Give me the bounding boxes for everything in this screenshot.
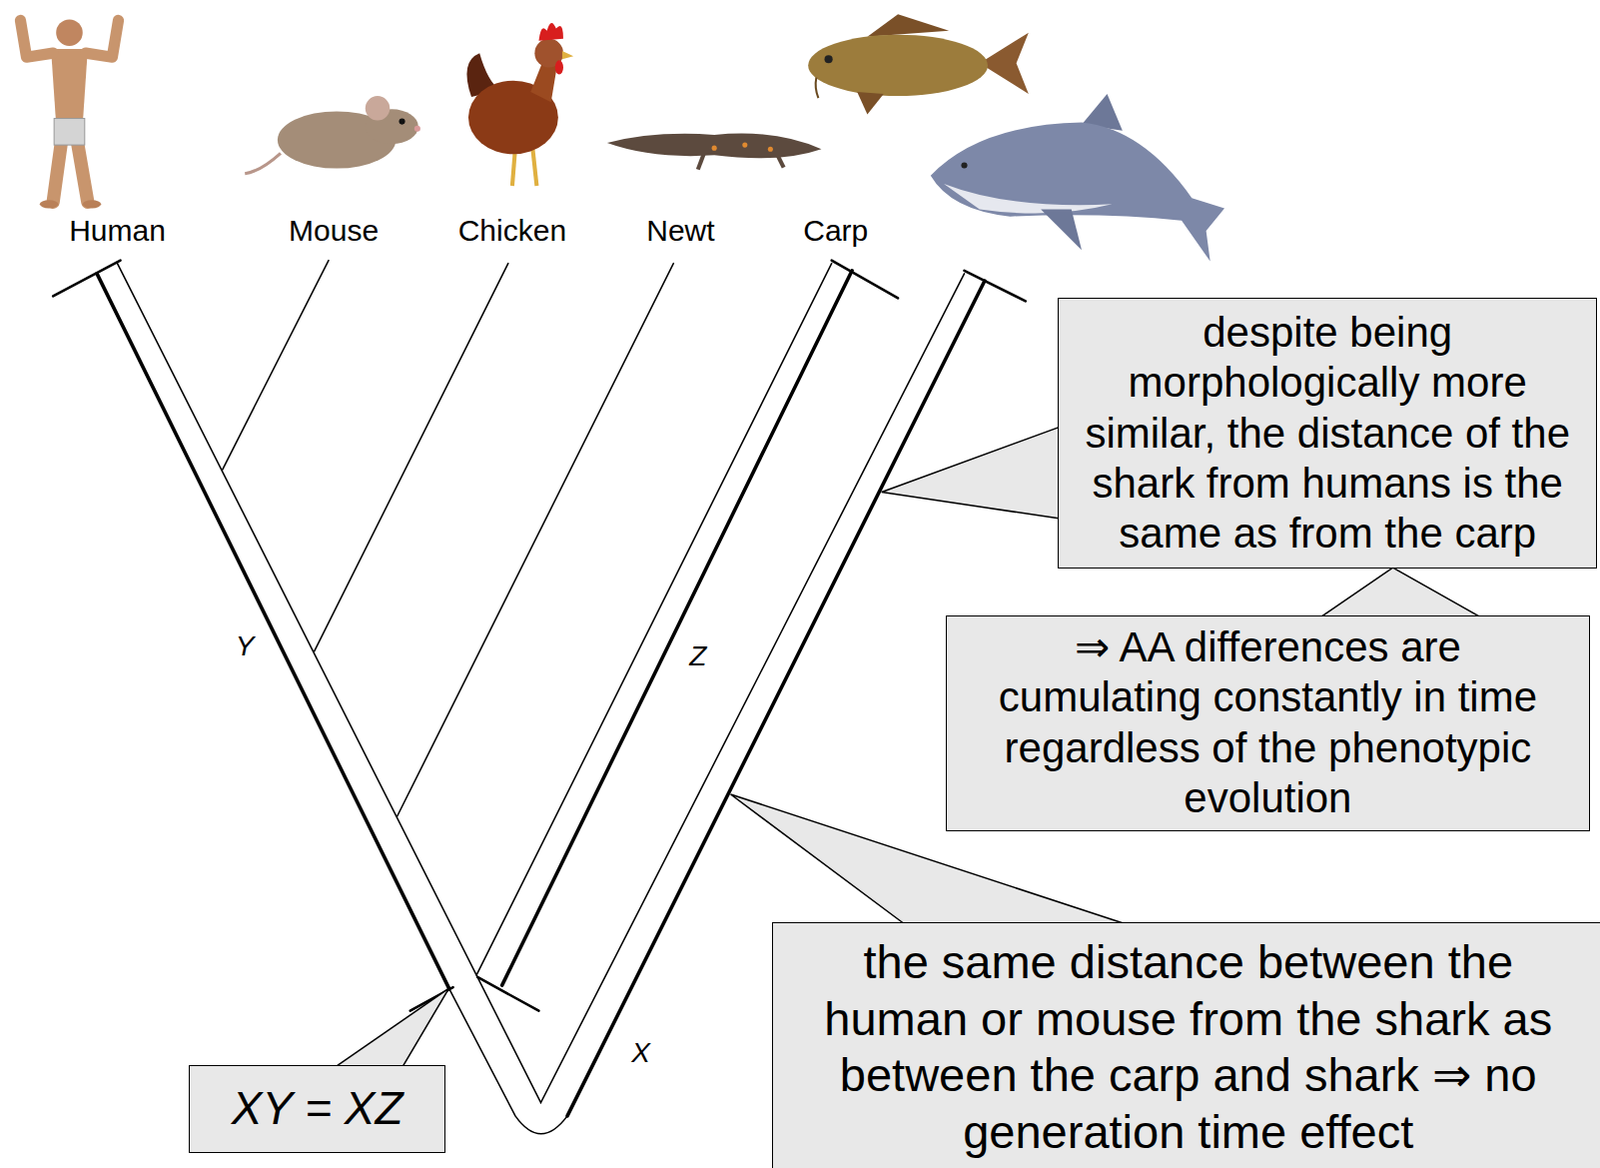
shark-eye — [960, 161, 967, 168]
chicken-figure — [466, 22, 574, 186]
species-label: Mouse — [286, 212, 381, 246]
chicken-comb — [538, 22, 564, 41]
human-arm — [85, 19, 119, 57]
end-bar — [963, 270, 1025, 302]
callout-box: XY = XZ — [188, 1064, 446, 1154]
chicken-beak — [562, 50, 574, 59]
species-label: Carp — [800, 212, 870, 246]
mouse-ear — [365, 95, 391, 121]
newt-spot — [768, 146, 774, 152]
human-foot — [82, 199, 101, 208]
mouse-tail — [244, 152, 281, 173]
mouse-nose — [414, 125, 421, 132]
callout-tail — [881, 426, 1061, 519]
chicken-leg — [532, 147, 537, 186]
branch-line — [314, 263, 509, 652]
shark-belly — [943, 183, 1113, 214]
carp-barbel — [815, 77, 819, 98]
chicken-neck — [530, 60, 558, 102]
end-bar — [477, 976, 539, 1011]
end-bar — [52, 260, 120, 297]
newt-body — [607, 132, 822, 158]
branch-label: Y — [233, 630, 257, 662]
human-figure — [19, 18, 118, 208]
callout-text: ⇒ AA differences are cumulating constant… — [971, 622, 1565, 824]
branch-line — [222, 260, 329, 470]
species-label: Newt — [644, 212, 717, 246]
newt-figure — [607, 132, 822, 169]
branch-line — [96, 273, 449, 988]
carp-body — [807, 34, 988, 96]
mouse-eye — [398, 118, 405, 125]
carp-eye — [824, 54, 833, 63]
chicken-wattle — [555, 59, 564, 74]
human-torso — [50, 48, 88, 125]
callout-tail — [336, 987, 449, 1066]
callout-text: the same distance between the human or m… — [806, 933, 1570, 1160]
callout-tail — [1321, 567, 1480, 617]
shark-fin — [1040, 208, 1082, 250]
newt-spot — [742, 142, 748, 148]
shark-body — [930, 122, 1225, 262]
branch-label: Z — [687, 641, 709, 673]
carp-figure — [807, 13, 1029, 114]
branch-line — [476, 263, 832, 975]
branch-line — [502, 270, 852, 985]
callout-box: ⇒ AA differences are cumulating constant… — [945, 615, 1591, 831]
branch-line — [449, 987, 569, 1134]
callout-text: XY = XZ — [231, 1080, 404, 1136]
human-head — [55, 18, 83, 46]
carp-fin — [856, 91, 884, 114]
callout-box: despite being morphologically more simil… — [1057, 297, 1597, 569]
mouse-figure — [244, 95, 421, 174]
human-shorts — [53, 118, 85, 146]
human-arm — [19, 19, 53, 57]
human-foot — [39, 199, 58, 208]
newt-spot — [712, 145, 718, 151]
species-label: Human — [66, 212, 168, 246]
end-bar — [831, 260, 898, 299]
human-leg — [52, 142, 61, 202]
callout-text: despite being morphologically more simil… — [1068, 307, 1586, 560]
species-label: Chicken — [456, 212, 569, 246]
branch-label: X — [629, 1037, 653, 1069]
carp-fin — [866, 13, 949, 36]
callout-box: the same distance between the human or m… — [772, 921, 1600, 1168]
branch-line — [396, 263, 674, 817]
shark-figure — [930, 93, 1225, 262]
human-leg — [77, 142, 88, 202]
